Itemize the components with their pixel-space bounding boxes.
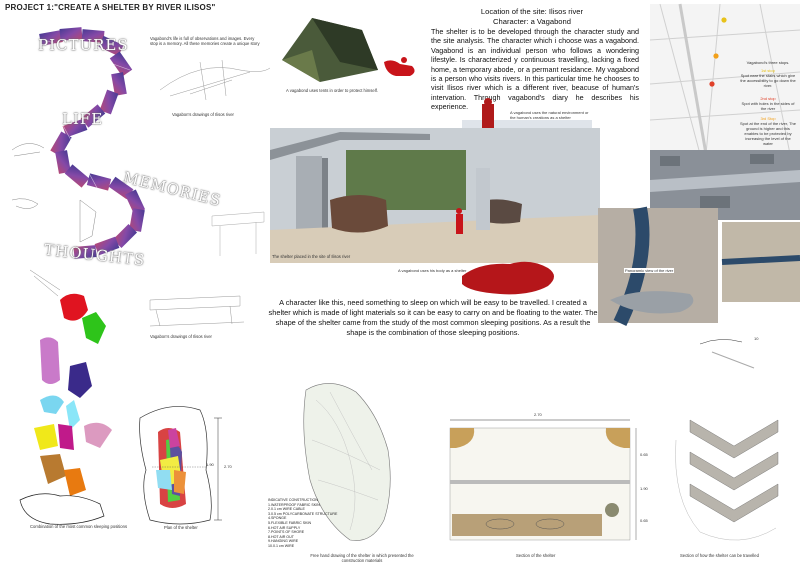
travel-caption: Section of how the shelter can be travel… <box>680 553 759 558</box>
main-description: The shelter is to be developed through t… <box>431 27 639 112</box>
page-title: PROJECT 1:"CREATE A SHELTER BY RIVER ILI… <box>5 3 216 12</box>
plan-caption: Plan of the shelter <box>164 525 198 530</box>
section-caption: Section of the shelter <box>516 553 556 558</box>
nature-caption: A vagabond uses the natural environment … <box>510 110 589 120</box>
character-heading: Character: a Vagabond <box>493 17 571 26</box>
memory-note: Vagabond's life is full of observations … <box>150 36 260 46</box>
stop1-label: 1st stop <box>760 68 775 73</box>
construction-item: 7.POINTS OF SHORE <box>268 530 305 535</box>
construction-item: 2.0.1 cm WIRE CABLE <box>268 507 305 512</box>
construction-item: 10.0.1 cm WIRE <box>268 543 295 548</box>
construction-item: 3.0.5 cm POLYCARBONATE STRUCTURE <box>268 511 338 516</box>
stop3-text: Spot at the end of the river, The ground… <box>740 121 796 146</box>
drawings-caption-1: Vagabon's drawings of Ilisos river <box>172 112 234 117</box>
body-caption: A vagabond uses his body as a shelter <box>398 268 467 273</box>
stop2-label: 2nd stop <box>760 96 776 101</box>
drawings-caption-2: Vagabon's drawings of Ilisos river <box>150 334 212 339</box>
tent-caption: A vagabond uses tents in order to protec… <box>286 88 378 93</box>
construction-item: 5.FLEXIBLE FABRIC SKIN <box>268 520 312 525</box>
section-dim-a: 0.65 <box>640 452 648 457</box>
section-dim-b: 0.65 <box>640 518 648 523</box>
stop3-label: 3rd Stop <box>760 116 776 121</box>
word-pictures: PICTURES <box>38 36 129 54</box>
travel-dim: 10 <box>754 336 759 341</box>
stop1-text: Spot near the stairs which give the acce… <box>740 73 796 88</box>
location-heading: Location of the site: Ilisos river <box>480 7 584 16</box>
plan-dim-width: 1.90 <box>206 462 214 467</box>
construction-item: 6.HOT AIR SUPPLY <box>268 525 301 530</box>
map-notes-title: Vagabond's three stops. <box>746 60 790 65</box>
construction-item: 9.HANGING WIRE <box>268 539 299 544</box>
construction-legend: INDICATIVE CONSTRUCTION 1.WATERPROOF FAB… <box>268 498 358 549</box>
word-life: LIFE <box>62 110 104 128</box>
plan-dim-height: 2.70 <box>224 464 232 469</box>
positions-caption: Combination of the most common sleeping … <box>30 524 128 529</box>
stop2-text: Spot with holes in the sides of the rive… <box>741 101 795 111</box>
section-dim-width: 2.70 <box>534 412 542 417</box>
freehand-caption: Free hand drawing of the shelter in whic… <box>310 553 414 563</box>
construction-item: 1.WATERPROOF FABRIC SKIN <box>268 502 320 507</box>
section-dim-height: 1.90 <box>640 486 648 491</box>
construction-heading: INDICATIVE CONSTRUCTION <box>268 498 318 502</box>
design-description: A character like this, need something to… <box>268 298 598 337</box>
construction-item: 4.SPONGE <box>268 516 287 521</box>
construction-item: 8.HOT AIR OUT <box>268 534 294 539</box>
site-caption: The shelter placed in the site of Ilisos… <box>272 254 351 259</box>
panoramic-caption: Panoramic view of the river <box>624 268 675 273</box>
